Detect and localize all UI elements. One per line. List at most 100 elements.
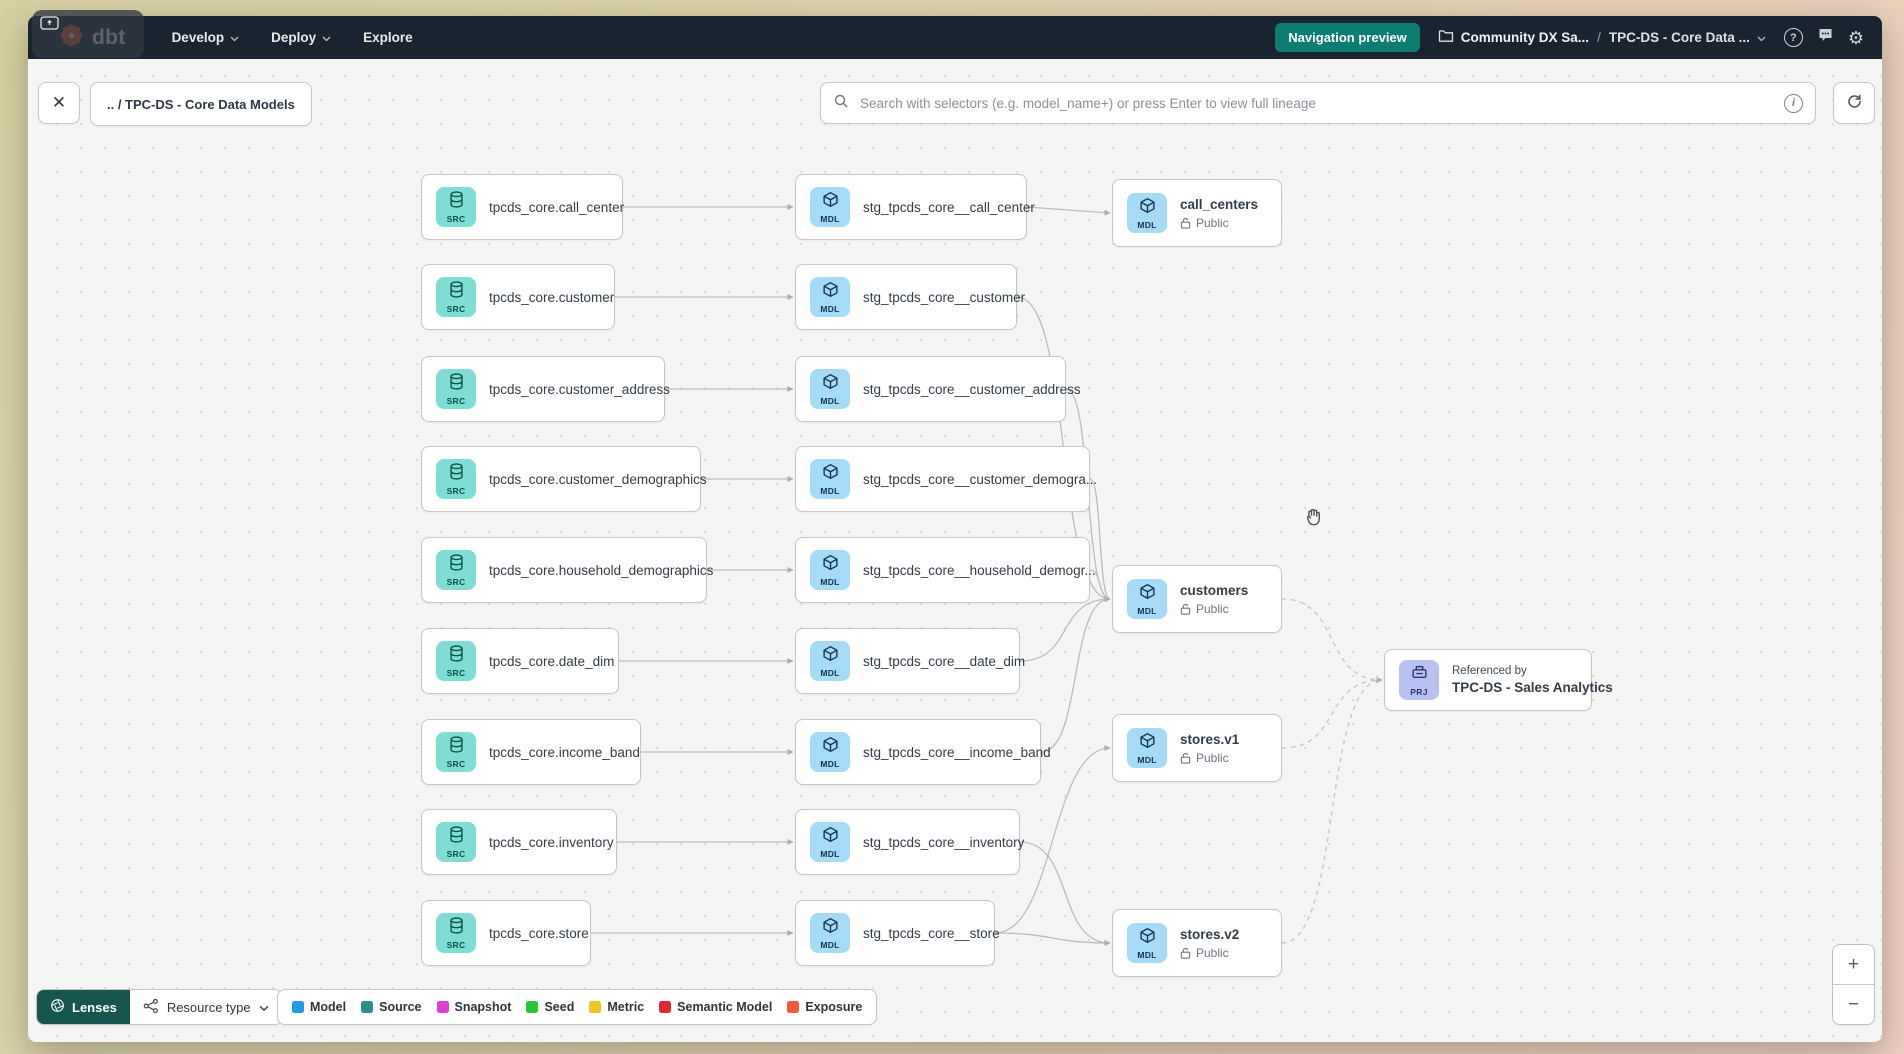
model-badge: MDL bbox=[810, 641, 850, 681]
model_public-badge: MDL bbox=[1127, 193, 1167, 233]
model-badge: MDL bbox=[810, 459, 850, 499]
legend-item-seed: Seed bbox=[526, 1000, 574, 1014]
badge-label: SRC bbox=[446, 395, 466, 406]
app-window: dbt Develop Deploy Explore Navigation pr… bbox=[28, 16, 1882, 1042]
source-badge: SRC bbox=[436, 822, 476, 862]
lineage-node-stg-tpcds-core-household-demogr-[interactable]: MDL stg_tpcds_core__household_demogr... bbox=[795, 537, 1096, 603]
lineage-node-stg-tpcds-core-date-dim[interactable]: MDL stg_tpcds_core__date_dim bbox=[795, 628, 1025, 694]
lineage-node-tpcds-core-call-center[interactable]: SRC tpcds_core.call_center bbox=[421, 174, 624, 240]
zoom-in-button[interactable]: + bbox=[1833, 945, 1874, 984]
src-icon bbox=[448, 280, 465, 303]
zoom-out-button[interactable]: − bbox=[1833, 985, 1874, 1024]
src-icon bbox=[448, 825, 465, 848]
nav-item-explore[interactable]: Explore bbox=[351, 24, 425, 51]
node-access: Public bbox=[1180, 946, 1239, 960]
node-name: stg_tpcds_core__call_center bbox=[863, 199, 1035, 215]
mdl-icon bbox=[822, 554, 839, 576]
model_public-badge: MDL bbox=[1127, 579, 1167, 619]
legend-label: Exposure bbox=[805, 1000, 863, 1014]
node-name: tpcds_core.customer_demographics bbox=[489, 471, 707, 487]
nav-item-develop[interactable]: Develop bbox=[160, 24, 252, 51]
lineage-node-tpcds-core-income-band[interactable]: SRC tpcds_core.income_band bbox=[421, 719, 641, 785]
refresh-lineage-button[interactable] bbox=[1833, 82, 1875, 124]
nav-item-deploy[interactable]: Deploy bbox=[259, 24, 343, 51]
lineage-node-stg-tpcds-core-call-center[interactable]: MDL stg_tpcds_core__call_center bbox=[795, 174, 1035, 240]
breadcrumb: Community DX Sa... / TPC-DS - Core Data … bbox=[1438, 29, 1766, 46]
lock-open-icon bbox=[1180, 603, 1191, 615]
breadcrumb-project[interactable]: Community DX Sa... bbox=[1438, 29, 1589, 46]
src-icon bbox=[448, 372, 465, 395]
search-input[interactable] bbox=[858, 94, 1775, 112]
src-icon bbox=[448, 735, 465, 758]
lens-aperture-icon bbox=[50, 998, 65, 1016]
node-name: stg_tpcds_core__date_dim bbox=[863, 653, 1026, 669]
mdl-icon bbox=[822, 736, 839, 758]
model_public-badge: MDL bbox=[1127, 923, 1167, 963]
badge-label: MDL bbox=[820, 213, 840, 224]
lenses-button[interactable]: Lenses bbox=[37, 990, 130, 1024]
badge-label: SRC bbox=[446, 848, 466, 859]
node-name: stores.v1 bbox=[1180, 731, 1240, 747]
feedback-icon[interactable] bbox=[1817, 27, 1834, 48]
legend-swatch bbox=[526, 1001, 539, 1013]
badge-label: SRC bbox=[446, 939, 466, 950]
node-text: tpcds_core.call_center bbox=[489, 200, 624, 215]
node-name: customers bbox=[1180, 582, 1249, 598]
info-icon: i bbox=[1784, 93, 1803, 113]
nav-item-label: Explore bbox=[363, 30, 413, 45]
node-text: stg_tpcds_core__call_center bbox=[863, 200, 1035, 215]
node-name: tpcds_core.call_center bbox=[489, 199, 625, 215]
source-badge: SRC bbox=[436, 187, 476, 227]
gear-icon[interactable]: ⚙ bbox=[1847, 27, 1864, 48]
screen-share-overlay bbox=[32, 10, 144, 58]
top-navigation-bar: dbt Develop Deploy Explore Navigation pr… bbox=[28, 16, 1882, 59]
mdl-icon bbox=[822, 463, 839, 485]
node-text: stg_tpcds_core__date_dim bbox=[863, 654, 1025, 669]
resource-type-dropdown[interactable]: Resource type bbox=[129, 990, 282, 1024]
legend-label: Model bbox=[310, 1000, 347, 1014]
topbar-right-cluster: Navigation preview Community DX Sa... / … bbox=[1275, 23, 1864, 52]
lineage-breadcrumb-chip[interactable]: .. / TPC-DS - Core Data Models bbox=[90, 82, 312, 126]
help-icon[interactable]: ? bbox=[1783, 28, 1803, 47]
navigation-preview-button[interactable]: Navigation preview bbox=[1275, 23, 1420, 52]
folder-icon bbox=[1438, 29, 1454, 46]
breadcrumb-page[interactable]: TPC-DS - Core Data ... bbox=[1609, 30, 1766, 45]
node-text: stg_tpcds_core__household_demogr... bbox=[863, 563, 1096, 578]
badge-label: SRC bbox=[446, 758, 466, 769]
lock-open-icon bbox=[1180, 217, 1191, 229]
badge-label: PRJ bbox=[1410, 686, 1428, 697]
close-lineage-button[interactable]: ✕ bbox=[38, 82, 80, 124]
chevron-down-icon bbox=[322, 30, 331, 45]
node-name: stg_tpcds_core__customer bbox=[863, 289, 1026, 305]
nav-item-label: Deploy bbox=[271, 30, 317, 45]
node-name: tpcds_core.income_band bbox=[489, 744, 640, 760]
legend-swatch bbox=[436, 1001, 449, 1013]
model-badge: MDL bbox=[810, 550, 850, 590]
source-badge: SRC bbox=[436, 913, 476, 953]
nav-item-label: Develop bbox=[171, 30, 225, 45]
legend-swatch bbox=[292, 1001, 304, 1013]
node-text: tpcds_core.date_dim bbox=[489, 654, 614, 669]
